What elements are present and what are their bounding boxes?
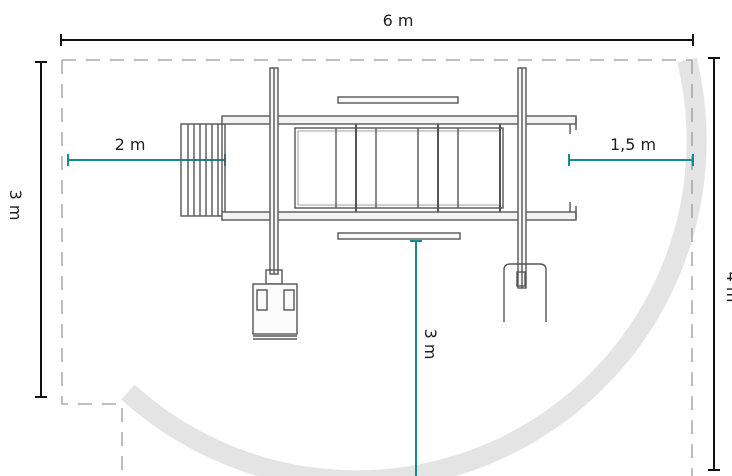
control-box	[252, 269, 298, 340]
label-front-clearance: 3 m	[421, 329, 440, 360]
label-left-height: 3 m	[6, 190, 25, 221]
dimension-front-clearance	[410, 240, 422, 476]
dimension-overall-width	[60, 34, 694, 46]
dimension-right-clearance	[568, 154, 694, 166]
right-column	[517, 67, 527, 289]
machine-top-view	[180, 67, 577, 340]
operator-station	[503, 263, 547, 322]
work-area-boundary	[61, 59, 693, 476]
label-right-clearance: 1,5 m	[610, 135, 656, 154]
dimension-left-clearance	[67, 154, 226, 166]
dimension-left-height	[35, 61, 47, 398]
infeed-conveyor	[180, 123, 226, 217]
left-column	[269, 67, 279, 275]
lower-guide-bar	[337, 232, 461, 240]
label-overall-width: 6 m	[383, 11, 414, 30]
upper-guide-bar	[337, 96, 459, 104]
dimension-right-height	[708, 57, 720, 471]
working-table	[294, 124, 504, 212]
label-right-height: 4 m	[723, 272, 732, 303]
label-left-clearance: 2 m	[115, 135, 146, 154]
